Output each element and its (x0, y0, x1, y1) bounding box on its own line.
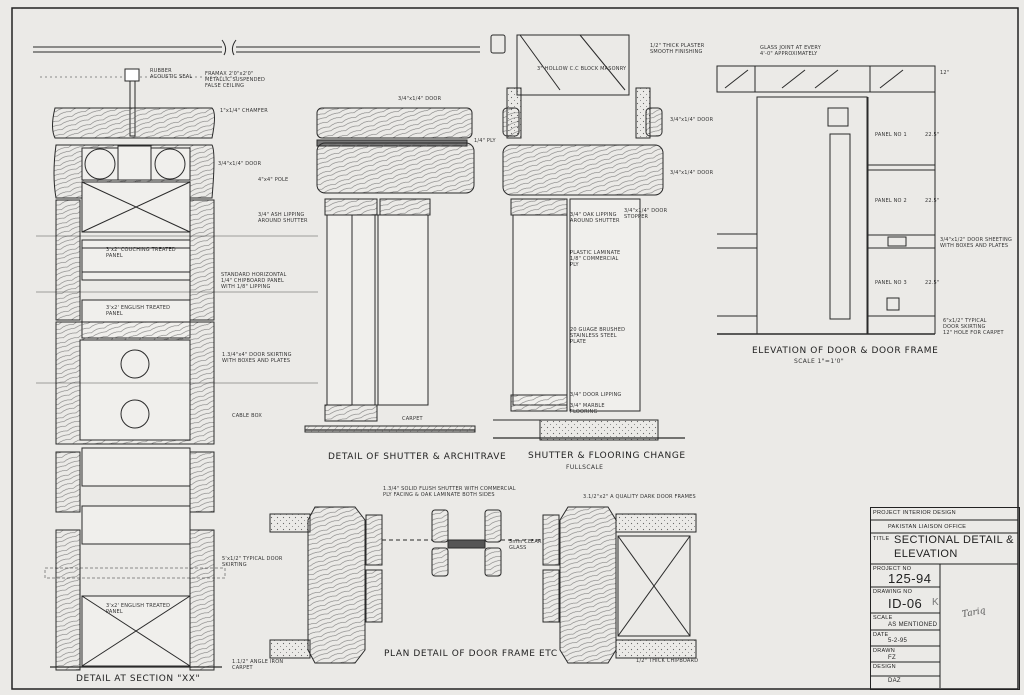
note-standard-horizontal: STANDARD HORIZONTAL 1/4" CHIPBOARD PANEL… (221, 272, 287, 290)
tb-scale-value: AS MENTIONED (888, 622, 938, 628)
caption-shutter-flooring: SHUTTER & FLOORING CHANGE (528, 451, 686, 461)
note-panel-1: PANEL NO 1 (875, 132, 907, 138)
title-block-lines (870, 519, 1018, 688)
note-flush-shutter: 1.3/4" SOLID FLUSH SHUTTER WITH COMMERCI… (383, 486, 516, 498)
note-teak-panel-2: 3'x2' ENGLISH TREATED PANEL (106, 603, 171, 615)
note-typical-skirting: 6"x1/2" TYPICAL DOOR SKIRTING 12" HOLE F… (943, 318, 1004, 336)
door-elevation (716, 65, 936, 335)
note-door-c: 3/4"x1/4" DOOR (670, 170, 714, 176)
caption-elevation-scale: SCALE 1"=1'0" (794, 358, 844, 365)
note-plaster: 1/2" THICK PLASTER SMOOTH FINISHING (650, 43, 705, 55)
note-dim-2: 22.5" (925, 198, 940, 204)
note-chipboard: 1/2" THICK CHIPBOARD (636, 658, 699, 664)
shutter-architrave-detail (304, 107, 476, 433)
note-marble: 3/4" MARBLE FLOORING (570, 403, 605, 415)
note-rubber-acoustic: RUBBER ACOUSTIC SEAL (150, 68, 193, 80)
sheet-border (11, 7, 1019, 690)
note-panel-2: PANEL NO 2 (875, 198, 907, 204)
tb-drawing-no-label: DRAWING NO (873, 589, 913, 595)
note-lipping-shutter: 3/4" OAK LIPPING AROUND SHUTTER (570, 212, 620, 224)
note-dim-1: 22.5" (925, 132, 940, 138)
tb-date-value: 5-2-95 (888, 638, 908, 644)
note-pole: 4"x4" POLE (258, 177, 289, 183)
tb-date-label: DATE (873, 632, 889, 638)
tb-design-label: DESIGN (873, 664, 896, 670)
note-clear-glass: 5mm CLEAR GLASS (509, 539, 542, 551)
section-xx-detail (33, 34, 506, 671)
note-dim-3: 22.5" (925, 280, 940, 286)
note-panel-3: PANEL NO 3 (875, 280, 907, 286)
tb-design-value: DAZ (888, 678, 901, 684)
note-ash-lipping: 3/4" ASH LIPPING AROUND SHUTTER (258, 212, 308, 224)
caption-shutter-architrave: DETAIL OF SHUTTER & ARCHITRAVE (328, 452, 507, 462)
tb-drawn-value: FZ (888, 655, 896, 661)
caption-shutter-flooring-scale: FULLSCALE (566, 464, 604, 471)
note-typical-door-skirting: 5'x1/2" TYPICAL DOOR SKIRTING (222, 556, 283, 568)
tb-drawing-no: ID-06 (888, 596, 923, 611)
note-teak-panel-1: 3'x2' ENGLISH TREATED PANEL (106, 305, 171, 317)
note-dim-top: 12" (940, 70, 950, 76)
note-glass-joint: GLASS JOINT AT EVERY 4'-0" APPROXIMATELY (760, 45, 822, 57)
tb-project-no-label: PROJECT NO (873, 566, 912, 572)
note-door-sheeting: 3/4"x1/2" DOOR SHEETING WITH BOXES AND P… (940, 237, 1013, 249)
tb-title-label: TITLE (873, 536, 890, 542)
note-cable-box: CABLE BOX (232, 413, 263, 419)
note-framax: FRAMAX 2'0"x2'0" METALLIC SUSPENDED FALS… (205, 71, 266, 89)
tb-project-label: PROJECT INTERIOR DESIGN (873, 510, 956, 516)
note-door-b: 3/4"x1/4" DOOR (670, 117, 714, 123)
note-arch-top: 3/4"x1/4" DOOR (398, 96, 442, 102)
note-door-lipping: 3/4" DOOR LIPPING (570, 392, 622, 398)
tb-scale-label: SCALE (873, 615, 893, 621)
note-chamfer: 1"x1/4" CHAMFER (220, 108, 268, 114)
caption-elevation: ELEVATION OF DOOR & DOOR FRAME (752, 346, 939, 356)
tb-client: PAKISTAN LIAISON OFFICE (888, 524, 967, 530)
tb-title-line1: SECTIONAL DETAIL & (894, 534, 1014, 546)
plan-detail (269, 506, 697, 664)
note-arch-ply: 1/4" PLY (474, 138, 496, 144)
note-door-a: 3/4"x1/4" DOOR (218, 161, 262, 167)
note-couching-panel: 3'x2' COUCHING TREATED PANEL (106, 247, 176, 259)
title-block (870, 507, 1020, 690)
note-ss-plate: 20 GUAGE BRUSHED STAINLESS STEEL PLATE (570, 327, 626, 345)
note-angle-iron: 1.1/2" ANGLE IRON CARPET (232, 659, 284, 671)
note-door-stopper: 3/4"x1/4" DOOR STOPPER (624, 208, 668, 220)
tb-project-no: 125-94 (888, 571, 932, 586)
note-door-skirting: 1.3/4"x4" DOOR SKIRTING WITH BOXES AND P… (222, 352, 292, 364)
caption-section-xx: DETAIL AT SECTION "XX" (76, 674, 201, 684)
tb-revision-mark: K (932, 597, 939, 608)
tb-title-line2: ELEVATION (894, 548, 958, 560)
note-carpet: CARPET (402, 416, 423, 422)
shutter-flooring-detail (493, 34, 685, 441)
note-plastic-laminate: PLASTIC LAMINATE 1/8" COMMERCIAL PLY (570, 250, 621, 268)
note-block-masonry: 3" HOLLOW C.C BLOCK MASONRY (537, 66, 627, 72)
tb-drawn-label: DRAWN (873, 648, 896, 654)
note-quality-frames: 3.1/2"x2" A QUALITY DARK DOOR FRAMES (583, 494, 696, 500)
caption-plan: PLAN DETAIL OF DOOR FRAME ETC (384, 649, 558, 659)
